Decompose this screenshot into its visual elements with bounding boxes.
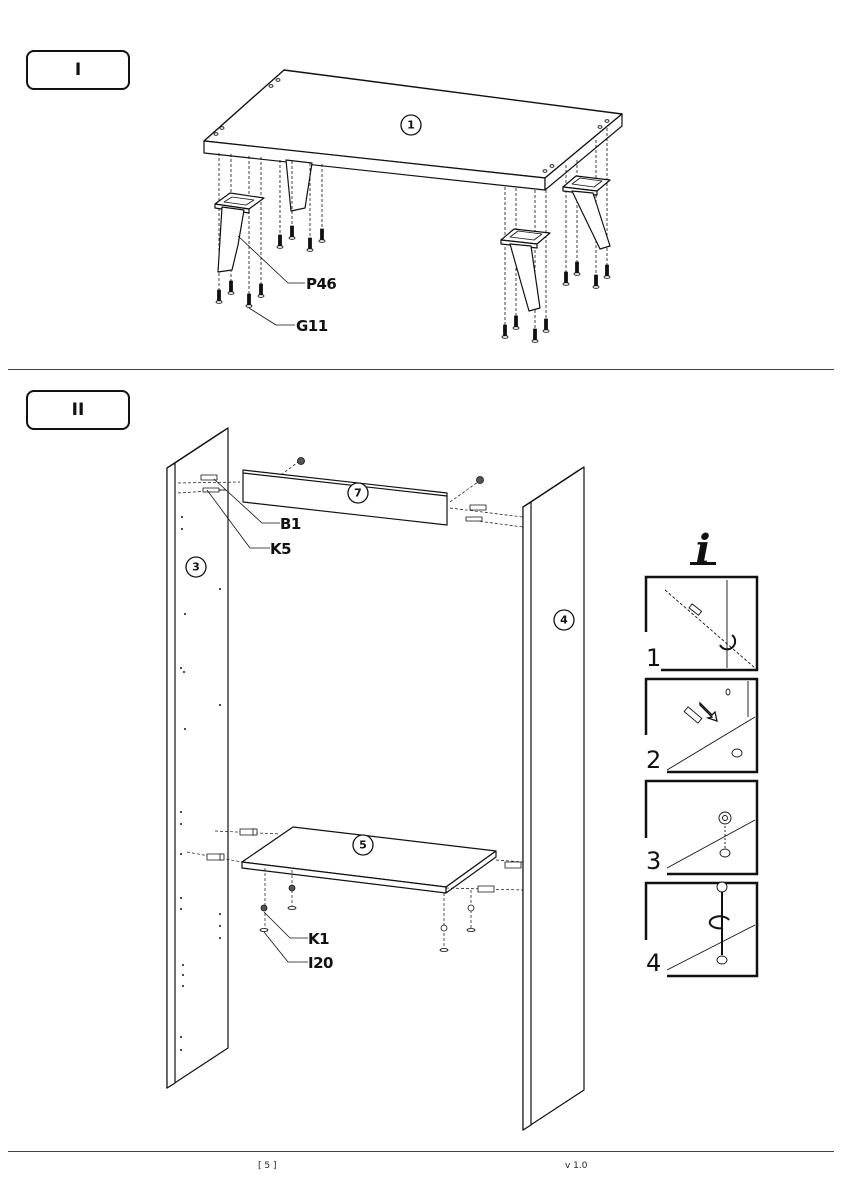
section-divider	[8, 369, 834, 370]
shelf-part	[241, 826, 497, 894]
top-rail-part	[242, 469, 448, 526]
label-p46: P46	[306, 275, 336, 293]
step-one-badge: I	[26, 50, 130, 90]
step-two-label: II	[71, 400, 85, 420]
leg-back-left	[285, 159, 313, 212]
info-substep-1: 1	[646, 644, 661, 672]
part-number-1: 1	[407, 119, 415, 132]
label-b1: B1	[280, 515, 301, 533]
info-substep-4: 4	[646, 949, 661, 977]
step-two-badge: II	[26, 390, 130, 430]
label-k5: K5	[270, 540, 291, 558]
page-number: [ 5 ]	[258, 1161, 277, 1171]
svg-text:i: i	[695, 526, 710, 573]
label-g11: G11	[296, 317, 328, 335]
version-label: v 1.0	[565, 1161, 588, 1171]
screws-step-one	[215, 225, 611, 343]
info-icon: i	[690, 526, 716, 573]
part-number-4: 4	[560, 614, 568, 627]
label-k1: K1	[308, 930, 329, 948]
leg-front-left	[214, 192, 265, 273]
info-substep-2: 2	[646, 746, 661, 774]
part-number-3: 3	[192, 561, 200, 574]
info-panel: i	[644, 526, 759, 978]
leg-back-right	[562, 175, 611, 250]
side-panel-left	[166, 427, 229, 1089]
hardware-step-two	[200, 457, 522, 952]
part-number-7: 7	[354, 487, 362, 500]
step-one-label: I	[74, 60, 82, 80]
footer-divider	[8, 1151, 834, 1152]
part-number-5: 5	[359, 839, 367, 852]
side-panel-right	[522, 466, 585, 1131]
leg-front-right	[500, 228, 551, 312]
info-substep-3: 3	[646, 847, 661, 875]
label-i20: I20	[308, 954, 333, 972]
